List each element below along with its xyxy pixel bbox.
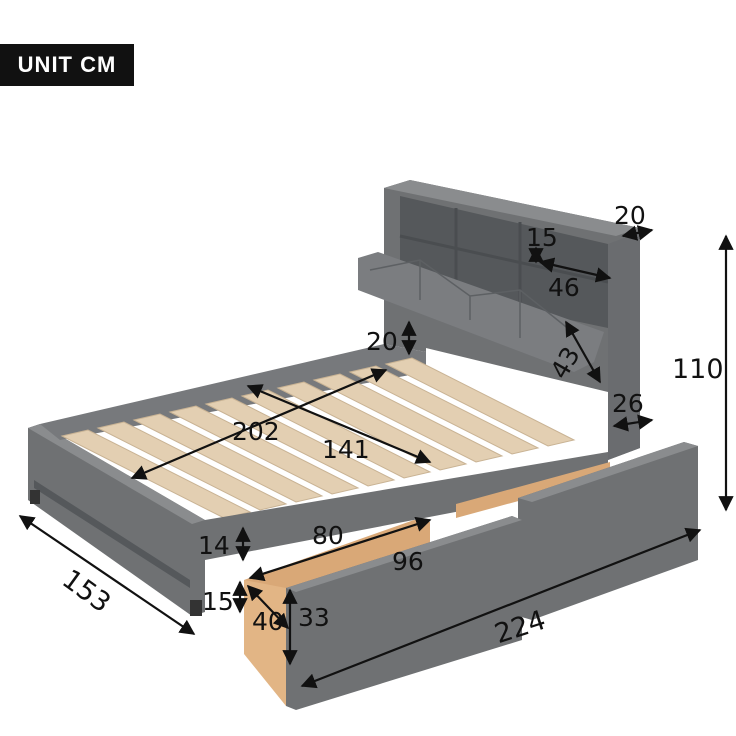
label-overall-width: 153 <box>56 564 116 619</box>
headboard-side-post <box>608 232 640 460</box>
unit-badge: UNIT CM <box>0 44 134 86</box>
label-shelf-height: 15 <box>526 223 558 252</box>
label-inner-length: 202 <box>232 417 280 446</box>
label-headboard-width-top: 20 <box>614 201 646 230</box>
label-drawer-depth: 40 <box>252 607 284 636</box>
leg-left <box>30 490 40 504</box>
label-drawer-length: 80 <box>312 521 344 550</box>
label-side-post-width: 26 <box>612 389 644 418</box>
label-height-total: 110 <box>672 354 724 385</box>
drawer-left-side <box>244 580 286 706</box>
footboard-left-top <box>28 424 205 524</box>
leg-front <box>190 600 202 616</box>
label-shelf-length: 46 <box>548 273 580 302</box>
label-drawer-outer-length: 96 <box>392 547 424 576</box>
headboard-top <box>384 180 640 236</box>
drawer-right-box <box>456 462 610 518</box>
label-flip-panel-thickness: 20 <box>366 327 398 356</box>
dimension-arrows <box>18 225 734 689</box>
label-drawer-height: 15 <box>202 587 234 616</box>
label-drawer-front-height: 33 <box>298 603 330 632</box>
label-inner-width: 141 <box>322 435 370 464</box>
label-rail-height: 14 <box>198 531 230 560</box>
